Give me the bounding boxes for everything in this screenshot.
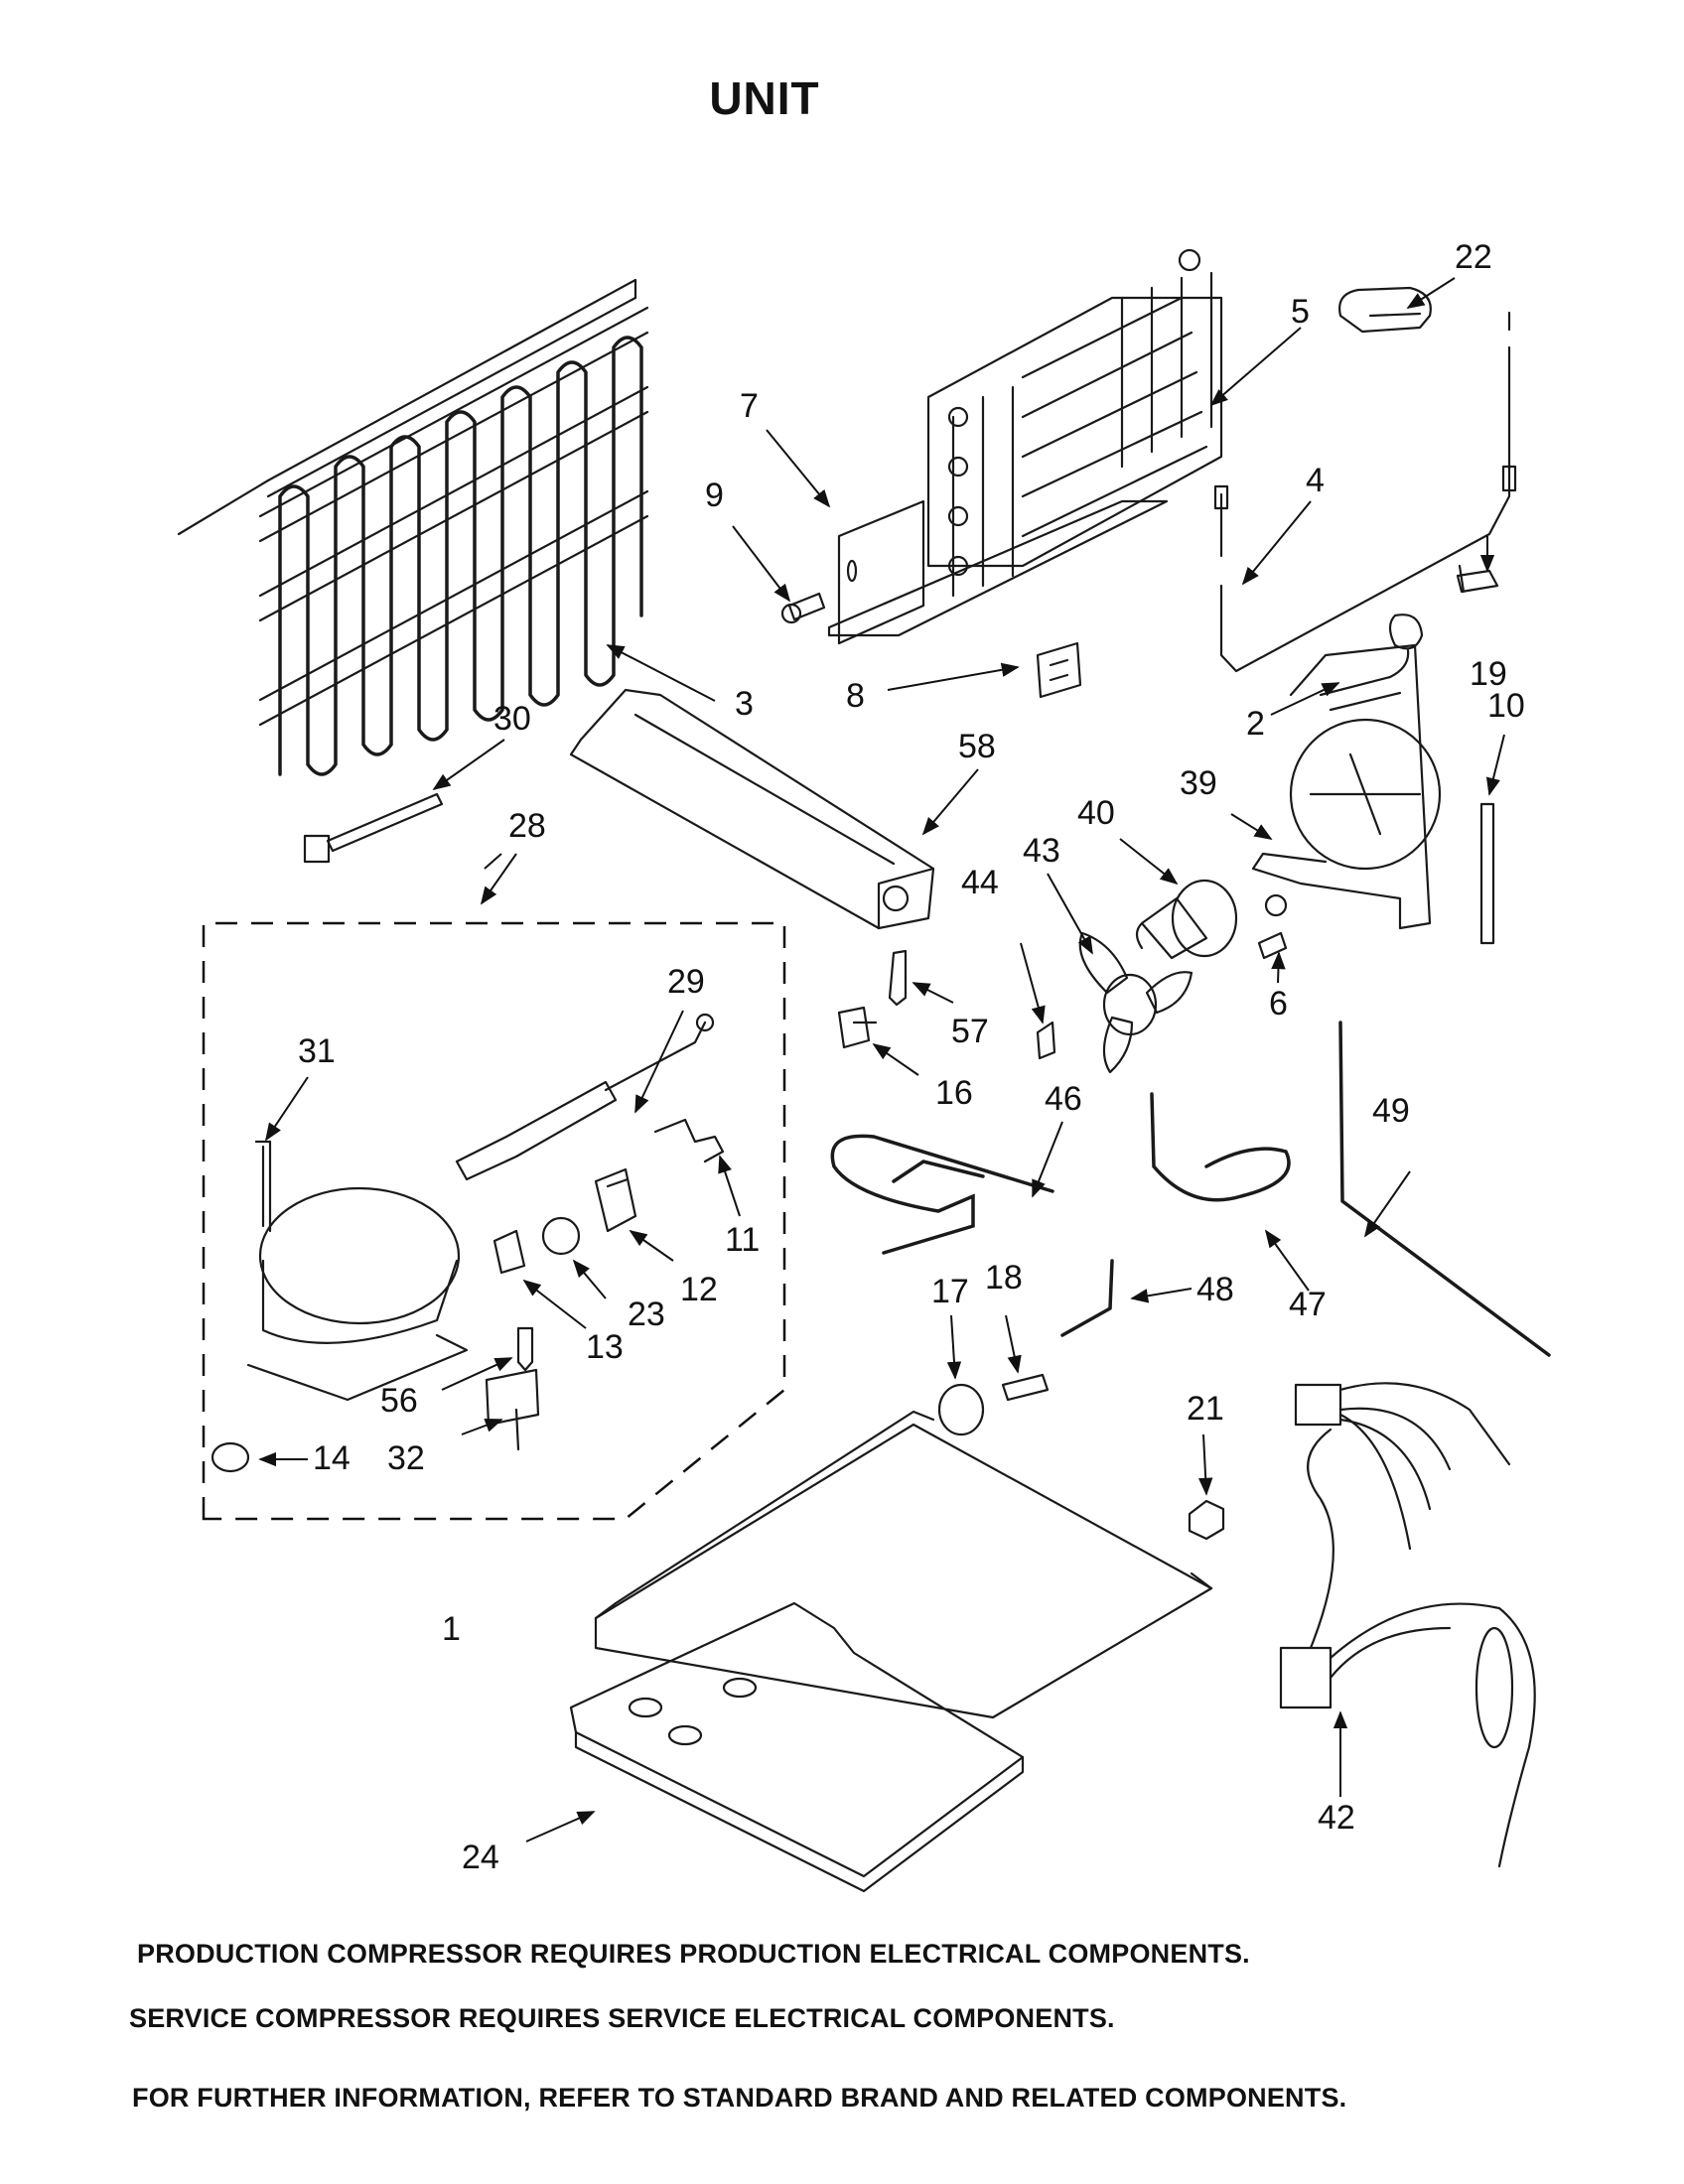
- clip-11: [653, 1118, 725, 1163]
- base-frame: [594, 1410, 1213, 1719]
- filter-drier: [455, 1013, 715, 1181]
- capacitor: [485, 1368, 540, 1451]
- callout-28: 28: [508, 807, 546, 845]
- fan-motor: [1135, 879, 1288, 960]
- wire-clamp: [1456, 564, 1499, 594]
- compressor: [246, 1186, 469, 1402]
- roller: [937, 1383, 985, 1436]
- roller-pin: [1001, 1373, 1050, 1402]
- callout-39: 39: [1180, 764, 1217, 802]
- callout-24: 24: [462, 1839, 499, 1876]
- screw-56: [516, 1326, 534, 1372]
- screw-57: [888, 949, 908, 1007]
- fan-retainer: [1036, 1021, 1056, 1060]
- fan-shroud: [1251, 643, 1442, 930]
- thermistor-wire: [1213, 311, 1517, 673]
- callout-40: 40: [1077, 794, 1115, 832]
- drain-trough: [569, 688, 935, 930]
- callout-29: 29: [667, 963, 705, 1001]
- callout-14: 14: [313, 1439, 351, 1477]
- nut: [1188, 1499, 1225, 1541]
- callout-49: 49: [1372, 1092, 1410, 1130]
- callout-19: 19: [1470, 655, 1507, 693]
- callout-57: 57: [951, 1013, 989, 1050]
- callout-21: 21: [1187, 1390, 1224, 1428]
- clip-16: [837, 1006, 878, 1049]
- grommet: [210, 1441, 250, 1473]
- overload: [594, 1167, 637, 1233]
- condenser-loop-tube: [830, 1134, 1054, 1255]
- callout-labels: 1 2 3 4 5 6 7 8 9 10 11 12 13 14 16 17 1…: [298, 238, 1525, 1876]
- callout-13: 13: [586, 1328, 624, 1366]
- base-pan: [569, 1601, 1025, 1893]
- screw-6: [1257, 931, 1288, 960]
- callout-42: 42: [1318, 1799, 1355, 1837]
- callout-16: 16: [935, 1074, 973, 1112]
- callout-46: 46: [1045, 1080, 1082, 1118]
- callout-43: 43: [1023, 832, 1060, 870]
- callout-58: 58: [958, 728, 996, 765]
- defrost-thermostat: [303, 792, 444, 864]
- gasket-strip: [1479, 802, 1495, 945]
- evaporator-clip: [1036, 641, 1082, 699]
- callout-1: 1: [442, 1610, 461, 1648]
- note-service-compressor: SERVICE COMPRESSOR REQUIRES SERVICE ELEC…: [129, 2003, 1115, 2033]
- callout-32: 32: [387, 1439, 425, 1477]
- callout-17: 17: [931, 1273, 969, 1310]
- page-title: UNIT: [709, 72, 820, 124]
- callout-4: 4: [1306, 462, 1325, 499]
- fan-blade: [1078, 931, 1193, 1074]
- callout-8: 8: [846, 677, 865, 715]
- callout-18: 18: [985, 1259, 1023, 1297]
- short-tube: [1060, 1259, 1114, 1337]
- coiled-tube: [1150, 1092, 1291, 1202]
- relay: [541, 1216, 581, 1256]
- bolt-31: [254, 1140, 272, 1233]
- callout-11: 11: [725, 1221, 760, 1259]
- callout-56: 56: [380, 1382, 418, 1420]
- callout-23: 23: [628, 1296, 665, 1333]
- evaporator-assembly: [926, 248, 1223, 598]
- screw-9: [780, 592, 826, 624]
- callout-48: 48: [1196, 1271, 1234, 1308]
- callout-9: 9: [705, 477, 724, 514]
- callout-7: 7: [740, 387, 759, 425]
- note-further-information: FOR FURTHER INFORMATION, REFER TO STANDA…: [132, 2083, 1347, 2113]
- callout-3: 3: [735, 685, 754, 723]
- callout-5: 5: [1291, 293, 1310, 331]
- callout-22: 22: [1455, 238, 1492, 276]
- main-wire-harness: [1279, 1382, 1536, 1868]
- callout-31: 31: [298, 1032, 336, 1070]
- callout-30: 30: [493, 700, 531, 738]
- leader-lines: [258, 277, 1505, 1843]
- callout-44: 44: [961, 864, 999, 901]
- callout-12: 12: [680, 1271, 718, 1308]
- callout-47: 47: [1289, 1286, 1327, 1323]
- note-production-compressor: PRODUCTION COMPRESSOR REQUIRES PRODUCTIO…: [137, 1939, 1250, 1969]
- fan-harness: [1319, 614, 1424, 712]
- condenser-coil: [177, 278, 649, 776]
- callout-6: 6: [1269, 985, 1288, 1023]
- evaporator-bracket: [827, 499, 1169, 645]
- callout-10: 10: [1487, 687, 1525, 725]
- cap: [1338, 286, 1432, 334]
- compressor-kit-outline: [202, 921, 786, 1521]
- callout-2: 2: [1246, 705, 1265, 743]
- long-tube: [1338, 1021, 1551, 1357]
- connector-13: [492, 1229, 526, 1275]
